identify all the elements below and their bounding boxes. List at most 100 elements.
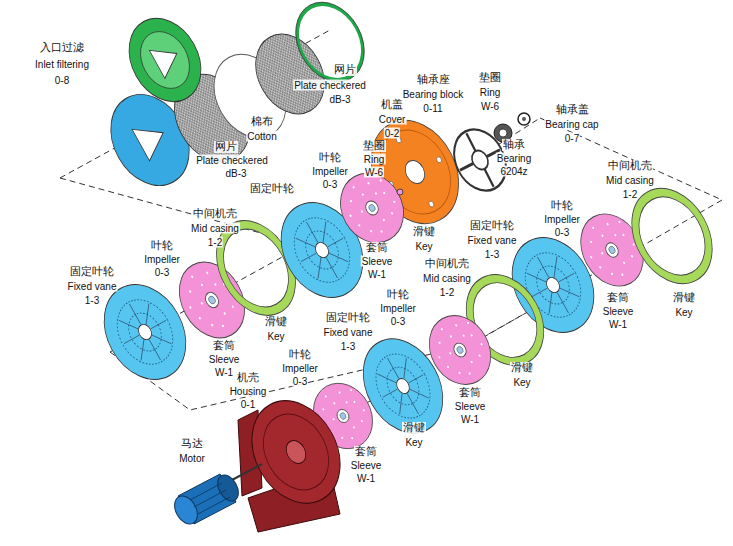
part-label: 中间机壳 <box>424 258 470 270</box>
part-label: Impeller <box>143 254 181 265</box>
part-label: W-1 <box>214 367 234 378</box>
part-label: Impeller <box>543 214 581 225</box>
part-label: 套筒 <box>354 446 378 458</box>
part-label: Ring <box>363 154 386 165</box>
part-label: Impeller <box>311 166 349 177</box>
part-label: 叶轮 <box>318 152 342 164</box>
part-label: Mid casing <box>190 223 240 234</box>
part-label: 套筒 <box>606 292 630 304</box>
housing <box>234 385 357 532</box>
part-label: Sleeve <box>454 401 487 412</box>
ring-washer <box>397 189 403 195</box>
part-label: 0-1 <box>240 399 256 410</box>
part-label: Ring <box>479 87 502 98</box>
bearing-cap <box>518 113 530 125</box>
part-label: 0-2 <box>384 128 400 139</box>
part-label: 滑键 <box>264 316 288 328</box>
part-label: 0-3 <box>322 179 338 190</box>
part-label: 1-3 <box>84 295 100 306</box>
part-label: Plate checkered <box>293 80 367 91</box>
part-label: Sleeve <box>361 256 394 267</box>
part-label: Mid casing <box>605 175 655 186</box>
part-label: 固定叶轮 <box>469 220 515 232</box>
part-label: W-1 <box>367 269 387 280</box>
part-label: Sleeve <box>350 460 383 471</box>
guide-line <box>540 118 722 200</box>
part-label: W-6 <box>480 101 500 112</box>
part-label: 滑键 <box>412 226 436 238</box>
part-label: Sleeve <box>208 354 241 365</box>
part-label: W-6 <box>364 167 384 178</box>
mid-casing <box>616 174 729 298</box>
part-label: 中间机壳 <box>192 208 238 220</box>
part-label: 0-11 <box>422 103 443 114</box>
motor <box>170 464 262 528</box>
part-label: 网片 <box>333 64 357 76</box>
part-label: W-1 <box>356 473 376 484</box>
part-label: 叶轮 <box>386 289 410 301</box>
part-label: 轴承 <box>502 139 526 151</box>
part-label: Impeller <box>379 303 417 314</box>
part-label: 叶轮 <box>550 200 574 212</box>
part-label: 滑键 <box>402 422 426 434</box>
part-label: Key <box>404 437 423 448</box>
part-label: 马达 <box>180 438 204 450</box>
part-label: 叶轮 <box>150 240 174 252</box>
part-label: W-1 <box>608 319 628 330</box>
part-label: 棉布 <box>250 116 274 128</box>
part-label: Fixed vane <box>467 235 518 246</box>
part-label: 中间机壳 <box>607 160 653 172</box>
part-label: 0-8 <box>54 75 70 86</box>
part-label: 轴承座 <box>416 74 451 86</box>
part-label: Cover <box>378 114 407 125</box>
part-label: dB-3 <box>328 94 351 105</box>
part-label: Cotton <box>246 131 277 142</box>
part-label: 0-3 <box>554 227 570 238</box>
part-label: 1-2 <box>439 287 455 298</box>
part-label: 套筒 <box>212 340 236 352</box>
seal-ring <box>282 0 378 94</box>
part-label: Sleeve <box>602 306 635 317</box>
part-label: 机壳 <box>236 372 260 384</box>
part-label: 固定叶轮 <box>69 266 115 278</box>
part-label: 0-3 <box>390 316 406 327</box>
inlet-filter-group <box>95 0 378 199</box>
part-label: 套筒 <box>458 387 482 399</box>
part-label: 1-2 <box>207 237 223 248</box>
part-label: 0-3 <box>292 376 308 387</box>
part-label: 0-3 <box>154 267 170 278</box>
part-label: 1-2 <box>622 189 638 200</box>
part-label: 滑键 <box>510 362 534 374</box>
part-label: Impeller <box>281 363 319 374</box>
part-label: Key <box>674 307 693 318</box>
part-label: 6204z <box>499 166 528 177</box>
part-label: Housing <box>229 386 268 397</box>
part-label: 1-3 <box>484 249 500 260</box>
part-label: Bearing cap <box>544 119 599 130</box>
inlet-filter <box>115 6 215 115</box>
part-label: Mid casing <box>422 273 472 284</box>
part-label: 套筒 <box>365 242 389 254</box>
part-label: Bearing <box>496 153 532 164</box>
part-label: 1-3 <box>340 341 356 352</box>
part-label: 入口过滤 <box>39 42 85 54</box>
part-label: Key <box>414 241 433 252</box>
part-label: Key <box>266 331 285 342</box>
mesh-plate <box>242 22 338 126</box>
part-label: 机盖 <box>380 99 404 111</box>
part-label: 轴承盖 <box>555 104 590 116</box>
part-label: 滑键 <box>672 292 696 304</box>
part-label: Motor <box>178 453 206 464</box>
part-label: Key <box>512 377 531 388</box>
part-label: 叶轮 <box>288 349 312 361</box>
part-label: 垫圈 <box>362 140 386 152</box>
part-label: 固定叶轮 <box>325 312 371 324</box>
part-label: Inlet filtering <box>34 59 90 70</box>
part-label: 网片 <box>214 141 238 153</box>
part-label: Fixed vane <box>323 327 374 338</box>
part-label: Bearing block <box>402 89 465 100</box>
part-label: Fixed vane <box>67 281 118 292</box>
part-label: dB-3 <box>224 168 247 179</box>
